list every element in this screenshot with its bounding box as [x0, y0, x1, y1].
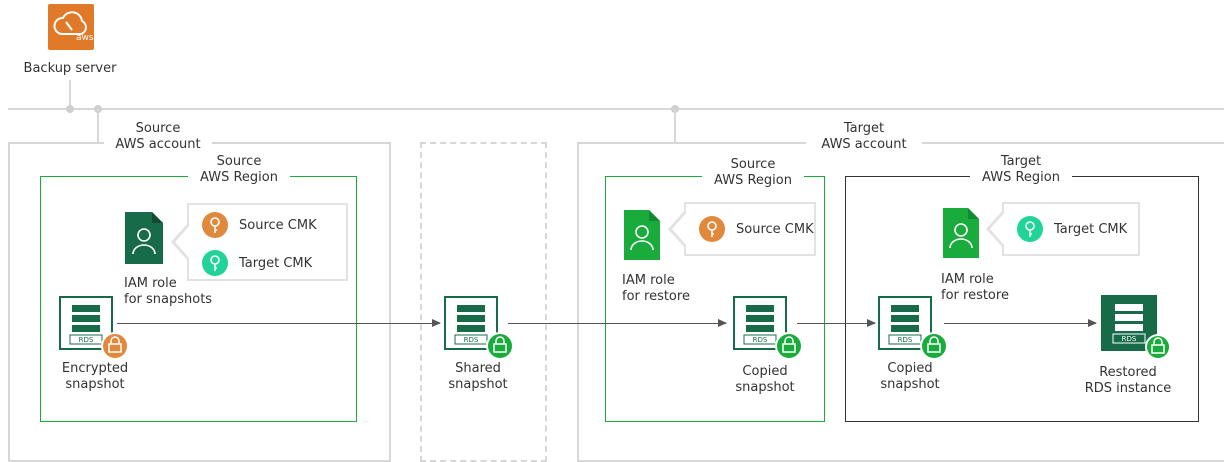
svg-text:aws: aws [76, 33, 94, 43]
key-icon [1017, 216, 1043, 242]
flow-arrow [508, 319, 727, 327]
cmk-callout: Source CMK [668, 202, 816, 256]
key-icon [202, 250, 228, 276]
source-cmk-item: Source CMK [698, 215, 814, 243]
shared-snapshot-icon[interactable]: RDS [444, 296, 524, 360]
target-cmk-item: Target CMK [1016, 215, 1127, 243]
network-line [8, 108, 1224, 110]
iam-role-icon[interactable] [125, 212, 163, 264]
encrypted-snapshot-icon[interactable]: RDS [59, 296, 139, 360]
backup-server-icon[interactable]: aws [48, 4, 94, 50]
rds-instance-icon[interactable]: RDS [1101, 295, 1179, 361]
backup-server-label: Backup server [23, 61, 117, 76]
target-cmk-item: Target CMK [201, 249, 312, 277]
connector-dot [66, 105, 74, 113]
source-cmk-item: Source CMK [201, 211, 317, 239]
target-account-connector [674, 109, 676, 143]
svg-text:RDS: RDS [79, 336, 94, 344]
flow-arrow [797, 319, 876, 327]
source-account-connector [97, 109, 99, 143]
cmk-callout: Target CMK [986, 202, 1140, 256]
key-icon [699, 216, 725, 242]
flow-arrow [944, 319, 1097, 327]
flow-arrow [117, 319, 441, 327]
copied-snapshot-icon[interactable]: RDS [733, 296, 813, 360]
backup-connector [69, 80, 71, 110]
svg-text:RDS: RDS [464, 336, 479, 344]
svg-text:RDS: RDS [753, 336, 768, 344]
copied-snapshot-icon[interactable]: RDS [878, 296, 958, 360]
key-icon [202, 212, 228, 238]
cmk-callout: Source CMK Target CMK [171, 203, 348, 281]
iam-role-icon[interactable] [943, 208, 979, 258]
iam-role-icon[interactable] [624, 210, 660, 260]
svg-text:RDS: RDS [1122, 335, 1137, 343]
svg-text:RDS: RDS [898, 336, 913, 344]
